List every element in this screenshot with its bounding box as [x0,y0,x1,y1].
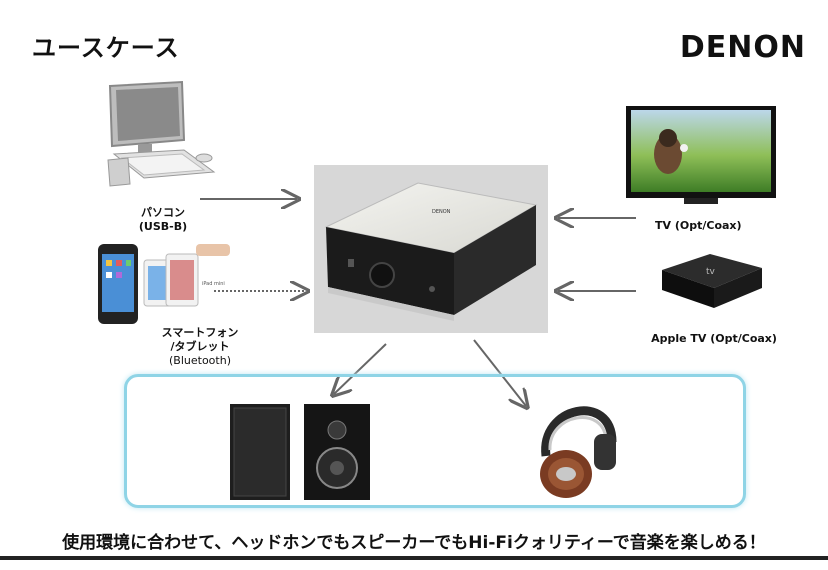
mobile-label-line2: /タブレット [170,340,230,353]
tv-icon [626,106,776,204]
arrow-dac-to-speakers [334,343,387,394]
arrow-dac-to-headphones [473,339,526,406]
mobile-image: iPad mini [96,240,236,328]
pc-label-line2: (USB-B) [138,220,188,233]
pc-image [104,80,222,198]
footer-caption: 使用環境に合わせて、ヘッドホンでもスピーカーでもHi-Fiクォリティーで音楽を楽… [62,533,766,553]
apple-tv-device-text: tv [706,267,716,277]
output-devices-frame [124,374,746,508]
dac-amplifier-icon: DENON [324,182,538,321]
smartphone-tablet-icon: iPad mini [98,244,230,324]
headphones-icon [540,406,617,498]
speakers-icon [230,404,370,500]
mobile-label-line3: (Bluetooth) [169,354,231,367]
pc-icon [107,80,216,187]
footer-rule [0,556,828,560]
apple-tv-image: tv [656,250,766,312]
mobile-label: スマートフォン /タブレット (Bluetooth) [150,326,250,368]
tv-label: TV (Opt/Coax) [655,219,742,232]
tv-image [624,104,778,208]
mobile-label-line1: スマートフォン [161,326,239,339]
apple-tv-label: Apple TV (Opt/Coax) [651,332,777,345]
denon-logo: DENON [679,30,806,65]
dac-photo: DENON [314,165,548,333]
pc-label: パソコン (USB-B) [118,206,208,234]
headphones-image [532,386,622,502]
apple-tv-icon: tv [662,254,762,308]
ipad-text: iPad mini [202,281,225,287]
dac-brand-mark: DENON [432,209,451,215]
speakers-image [228,402,374,502]
pc-label-line1: パソコン [141,206,185,219]
page-title: ユースケース [32,34,180,62]
